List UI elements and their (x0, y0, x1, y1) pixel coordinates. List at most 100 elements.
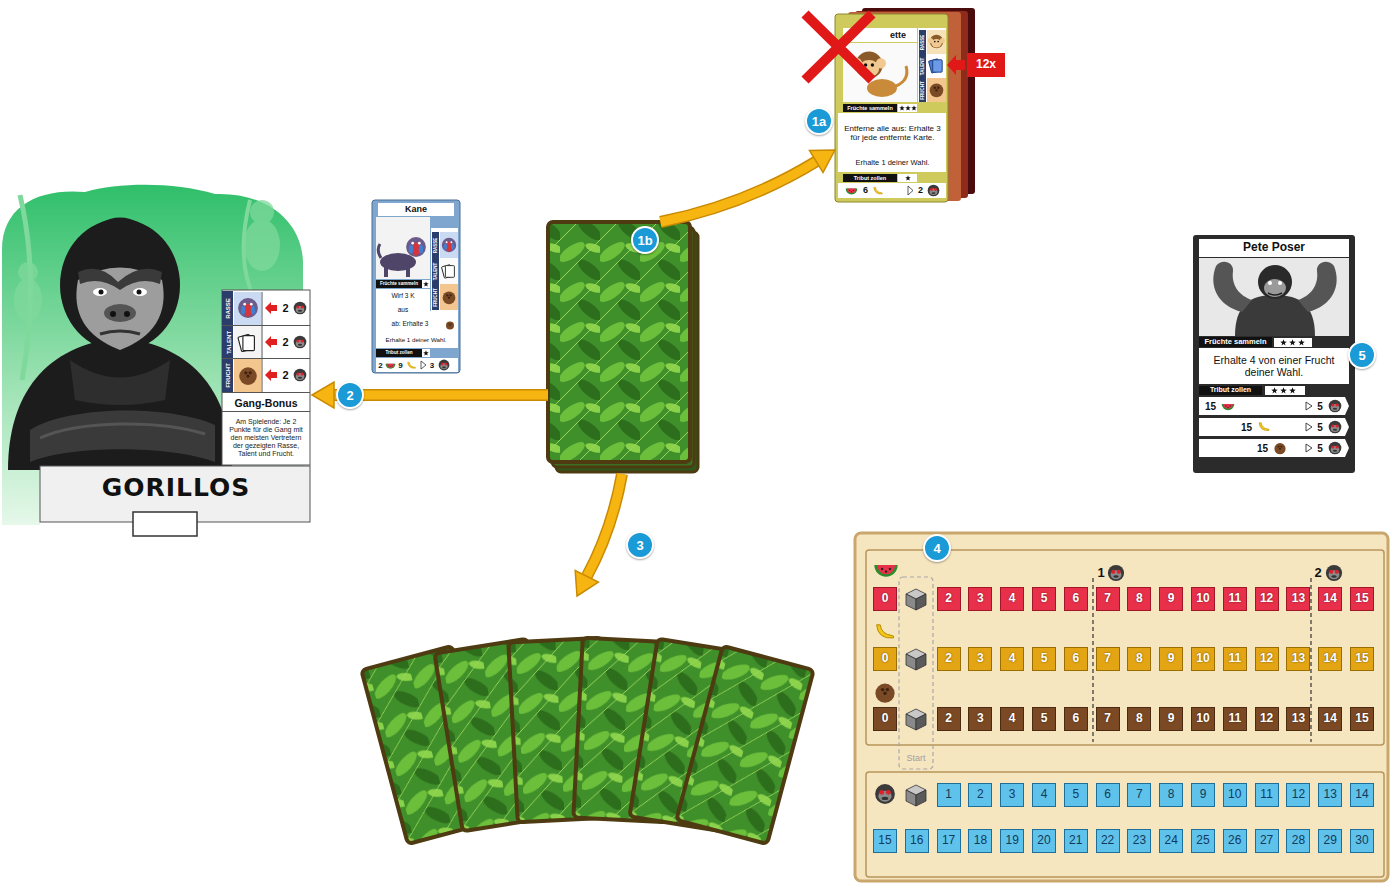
score-cell: 5 (1032, 587, 1056, 611)
deal-arrow (575, 474, 622, 596)
callout-number: 1b (631, 226, 659, 254)
score-cell: 2 (937, 647, 961, 671)
card-deck-art (548, 222, 698, 472)
character-card: Pete PoserFrüchte sammelnErhalte 4 von e… (1193, 235, 1355, 473)
card-title: ette (880, 28, 916, 42)
track-cell: 30 (1350, 829, 1374, 853)
track-cell: 11 (1255, 783, 1279, 807)
card-text: 2 (279, 300, 292, 316)
card-text: 6 (860, 184, 871, 197)
card-text: 3 (427, 359, 437, 372)
score-board: 0234567891011121314150234567891011121314… (855, 533, 1390, 883)
score-cell: 12 (1255, 647, 1279, 671)
score-cell: 15 (1350, 587, 1374, 611)
card-text: 5 (1314, 440, 1326, 457)
callout-number: 2 (336, 381, 364, 409)
card-text: 15 (1201, 398, 1220, 415)
track-cell: 18 (968, 829, 992, 853)
score-cell: 10 (1191, 587, 1215, 611)
track-cell: 23 (1127, 829, 1151, 853)
score-cell: 6 (1064, 707, 1088, 731)
score-cell: 8 (1127, 647, 1151, 671)
character-card-art (372, 200, 460, 373)
score-cell: 11 (1223, 587, 1247, 611)
score-cell: 0 (873, 587, 897, 611)
flow-arrow (312, 382, 548, 408)
track-cell: 28 (1286, 829, 1310, 853)
score-cell: 0 (873, 707, 897, 731)
arrow-shaft (334, 389, 548, 401)
score-board-art (855, 533, 1388, 881)
card-text: Erhalte 1 deiner Wahl. (374, 334, 458, 346)
card-deck: 1b (548, 222, 698, 472)
removed-cards-art (805, 8, 975, 202)
card-text: Tribut zollen (1199, 386, 1262, 395)
score-cell: 14 (1318, 647, 1342, 671)
card-text: 9 (396, 359, 405, 372)
callout-number: 5 (1348, 341, 1376, 369)
arrow-head (312, 382, 334, 408)
character-card: KaneRASSETALENTFRUCHTFrüchte sammelnWirf… (372, 200, 460, 373)
category-label: TALENT (222, 326, 233, 358)
card-text: 2 (376, 359, 385, 372)
category-label: FRUCHT (222, 359, 233, 392)
category-label: FRUCHT (919, 78, 926, 102)
score-cell: 10 (1191, 707, 1215, 731)
track-cell: 13 (1318, 783, 1342, 807)
score-cell: 14 (1318, 707, 1342, 731)
card-text: Früchte sammeln (376, 280, 422, 288)
score-cell: 13 (1286, 707, 1310, 731)
track-cell: 19 (1000, 829, 1024, 853)
track-cell: 15 (873, 829, 897, 853)
track-cell: 22 (1096, 829, 1120, 853)
score-cell: 8 (1127, 587, 1151, 611)
track-cell: 7 (1127, 783, 1151, 807)
flow-arrow (661, 150, 836, 222)
score-cell: 3 (968, 587, 992, 611)
track-cell: 21 (1064, 829, 1088, 853)
card-text: Erhalte 1 deiner Wahl. (840, 157, 945, 170)
score-cell: 13 (1286, 647, 1310, 671)
score-cell: 7 (1096, 587, 1120, 611)
track-cell: 12 (1286, 783, 1310, 807)
category-label: TALENT (919, 54, 926, 78)
score-cell: 9 (1159, 707, 1183, 731)
track-cell: 27 (1255, 829, 1279, 853)
score-cell: 2 (937, 587, 961, 611)
score-cell: 8 (1127, 707, 1151, 731)
score-cell: 0 (873, 647, 897, 671)
callout-number: 1a (805, 107, 833, 135)
card-text: 15 (1253, 440, 1272, 457)
card-text: Früchte sammeln (1199, 337, 1272, 347)
score-cell: 5 (1032, 707, 1056, 731)
score-cell: 5 (1032, 647, 1056, 671)
arrow-shaft (661, 161, 817, 222)
score-cell: 14 (1318, 587, 1342, 611)
threshold-mark: 2 (1312, 564, 1324, 582)
track-cell: 24 (1159, 829, 1183, 853)
score-cell: 4 (1000, 707, 1024, 731)
card-text: 2 (915, 184, 926, 197)
removed-card-stack: etteRASSETALENTFRUCHTFrüchte sammelnEntf… (835, 8, 975, 208)
card-text: ab: Erhalte 3 (376, 318, 444, 330)
card-title: Pete Poser (1199, 239, 1349, 257)
score-cell: 11 (1223, 647, 1247, 671)
score-cell: 15 (1350, 647, 1374, 671)
category-label: RASSE (222, 292, 233, 325)
track-cell: 17 (937, 829, 961, 853)
callout-number: 3 (626, 531, 654, 559)
track-cell: 25 (1191, 829, 1215, 853)
track-cell: 4 (1032, 783, 1056, 807)
track-cell: 9 (1191, 783, 1215, 807)
score-cell: 4 (1000, 647, 1024, 671)
hand-cards-art (361, 638, 813, 844)
card-text: 5 (1314, 398, 1326, 415)
card-text: Entferne alle aus: Erhalte 3 für jede en… (840, 113, 945, 153)
count-tag: 12x (967, 53, 1005, 77)
category-label: FRUCHT (432, 284, 439, 310)
category-label: RASSE (432, 232, 439, 258)
card-text: 5 (1314, 419, 1326, 436)
card-text: Tribut zollen (843, 174, 897, 182)
